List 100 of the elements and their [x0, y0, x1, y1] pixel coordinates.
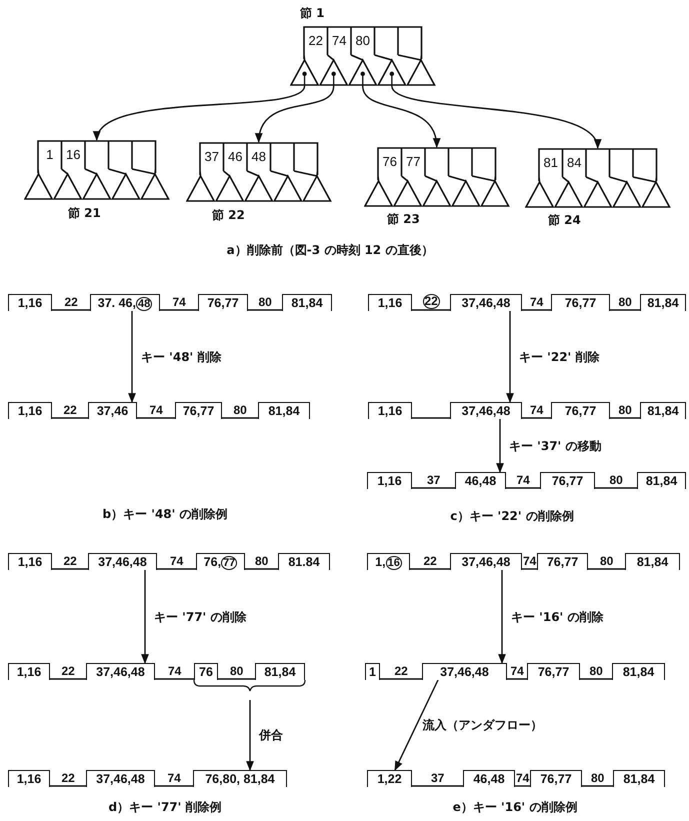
- key-list: 81,84: [623, 772, 655, 786]
- connector-line: [410, 568, 450, 570]
- key-value: 84: [566, 156, 582, 170]
- key-list: 1,16: [16, 772, 42, 786]
- edge-label: 併合: [259, 728, 283, 742]
- page-box: [625, 553, 680, 570]
- key-value: 48: [250, 150, 267, 164]
- page-box: [282, 294, 332, 311]
- edge-label: 74: [166, 772, 182, 785]
- arrow: [128, 311, 136, 403]
- key-list: 76,77: [207, 296, 239, 310]
- key-list: 37,46,48: [462, 555, 510, 569]
- page-box: [258, 402, 310, 419]
- key-value: 46: [227, 150, 244, 164]
- key-list: 1: [369, 665, 376, 679]
- key-list: 1,16: [377, 474, 402, 488]
- key-list: 81,84: [646, 474, 678, 488]
- edge-label: キー '37' の移動: [509, 438, 602, 452]
- key-list: 76,77: [546, 555, 578, 569]
- connector-line: [380, 678, 422, 680]
- edge-label: 80: [618, 404, 633, 417]
- btree-node: [24, 140, 170, 200]
- edge-label: 74: [522, 555, 538, 568]
- connector-line: [155, 785, 193, 787]
- edge-label: 80: [254, 555, 270, 568]
- connector-line: [52, 417, 88, 419]
- connector-line: [52, 568, 88, 570]
- connector-line: [248, 309, 282, 311]
- key-list: 37,46,48: [96, 665, 145, 679]
- edge-label: 37: [426, 474, 442, 487]
- page-box: [613, 770, 665, 787]
- connector-line: [522, 568, 537, 570]
- key-list: 81,84: [264, 665, 296, 679]
- key-list: 76,77: [538, 665, 570, 679]
- page-box: [527, 663, 580, 680]
- connector-line: [137, 417, 175, 419]
- key-list: 1,16: [16, 665, 42, 679]
- circled-key: 16: [386, 556, 402, 570]
- page-box: [637, 472, 686, 489]
- edge-label: 74: [167, 665, 182, 678]
- page-box: [368, 402, 412, 419]
- edge-label: キー '16' の削除: [511, 610, 604, 624]
- page-box: [193, 770, 287, 787]
- page-box: [278, 553, 330, 570]
- key-list: 37,46,48: [440, 665, 489, 679]
- figure-caption: b）キー '48' の削除例: [102, 507, 228, 521]
- connector-line: [588, 568, 625, 570]
- page-box: [175, 402, 222, 419]
- key-list: 37,46,48: [98, 555, 147, 569]
- figure-caption: e）キー '16' の削除例: [452, 800, 578, 814]
- connector-line: [245, 568, 278, 570]
- page-box: [8, 770, 50, 787]
- edge-label: 80: [618, 296, 633, 309]
- page-box: [450, 294, 522, 311]
- edge-label: 74: [529, 404, 544, 417]
- page-box: [530, 770, 582, 787]
- key-value: 77: [405, 155, 422, 169]
- circled-key: 77: [221, 556, 238, 570]
- page-box: [540, 472, 595, 489]
- page-box: [8, 402, 52, 419]
- connector-line: [155, 678, 194, 680]
- page-box: [551, 402, 610, 419]
- btree-node: [186, 142, 332, 202]
- key-list: 76,77: [540, 772, 572, 786]
- connector-line: [222, 417, 258, 419]
- page-box: [368, 294, 412, 311]
- pointer-arrow: [362, 86, 440, 148]
- page-box: [90, 294, 160, 311]
- key-list: 81,84: [636, 555, 668, 569]
- connector-line: [580, 678, 612, 680]
- key-list: 81.84: [288, 555, 320, 569]
- connector-line: [52, 309, 90, 311]
- page-box: [88, 553, 157, 570]
- key-value: 76: [382, 155, 398, 169]
- edge-label: 74: [529, 296, 544, 309]
- connector-line: [506, 487, 540, 489]
- page-box: [196, 553, 245, 570]
- arrow: [506, 311, 514, 403]
- edge-label: 80: [232, 404, 248, 417]
- connector-line: [160, 309, 198, 311]
- page-box: [8, 294, 52, 311]
- edge-label: 22: [62, 555, 78, 568]
- connector-line: [522, 417, 551, 419]
- figure-caption: c）キー '22' の削除例: [450, 509, 574, 523]
- circled-edge-label: 22: [422, 294, 440, 309]
- connector-line: [412, 785, 463, 787]
- node-label: 節 24: [548, 213, 581, 227]
- connector-line: [507, 678, 527, 680]
- edge-label: 22: [64, 296, 79, 309]
- node-label: 節 21: [68, 206, 101, 220]
- connector-line: [595, 487, 637, 489]
- edge-label: 74: [169, 555, 184, 568]
- arrow: [394, 680, 439, 771]
- edge-label: 22: [394, 665, 409, 678]
- page-box: [255, 663, 305, 680]
- connector-line: [412, 417, 450, 419]
- page-box: [640, 294, 686, 311]
- key-list: 37. 46,: [98, 296, 136, 310]
- edge-label: 80: [608, 474, 624, 487]
- btree-node: [525, 148, 670, 208]
